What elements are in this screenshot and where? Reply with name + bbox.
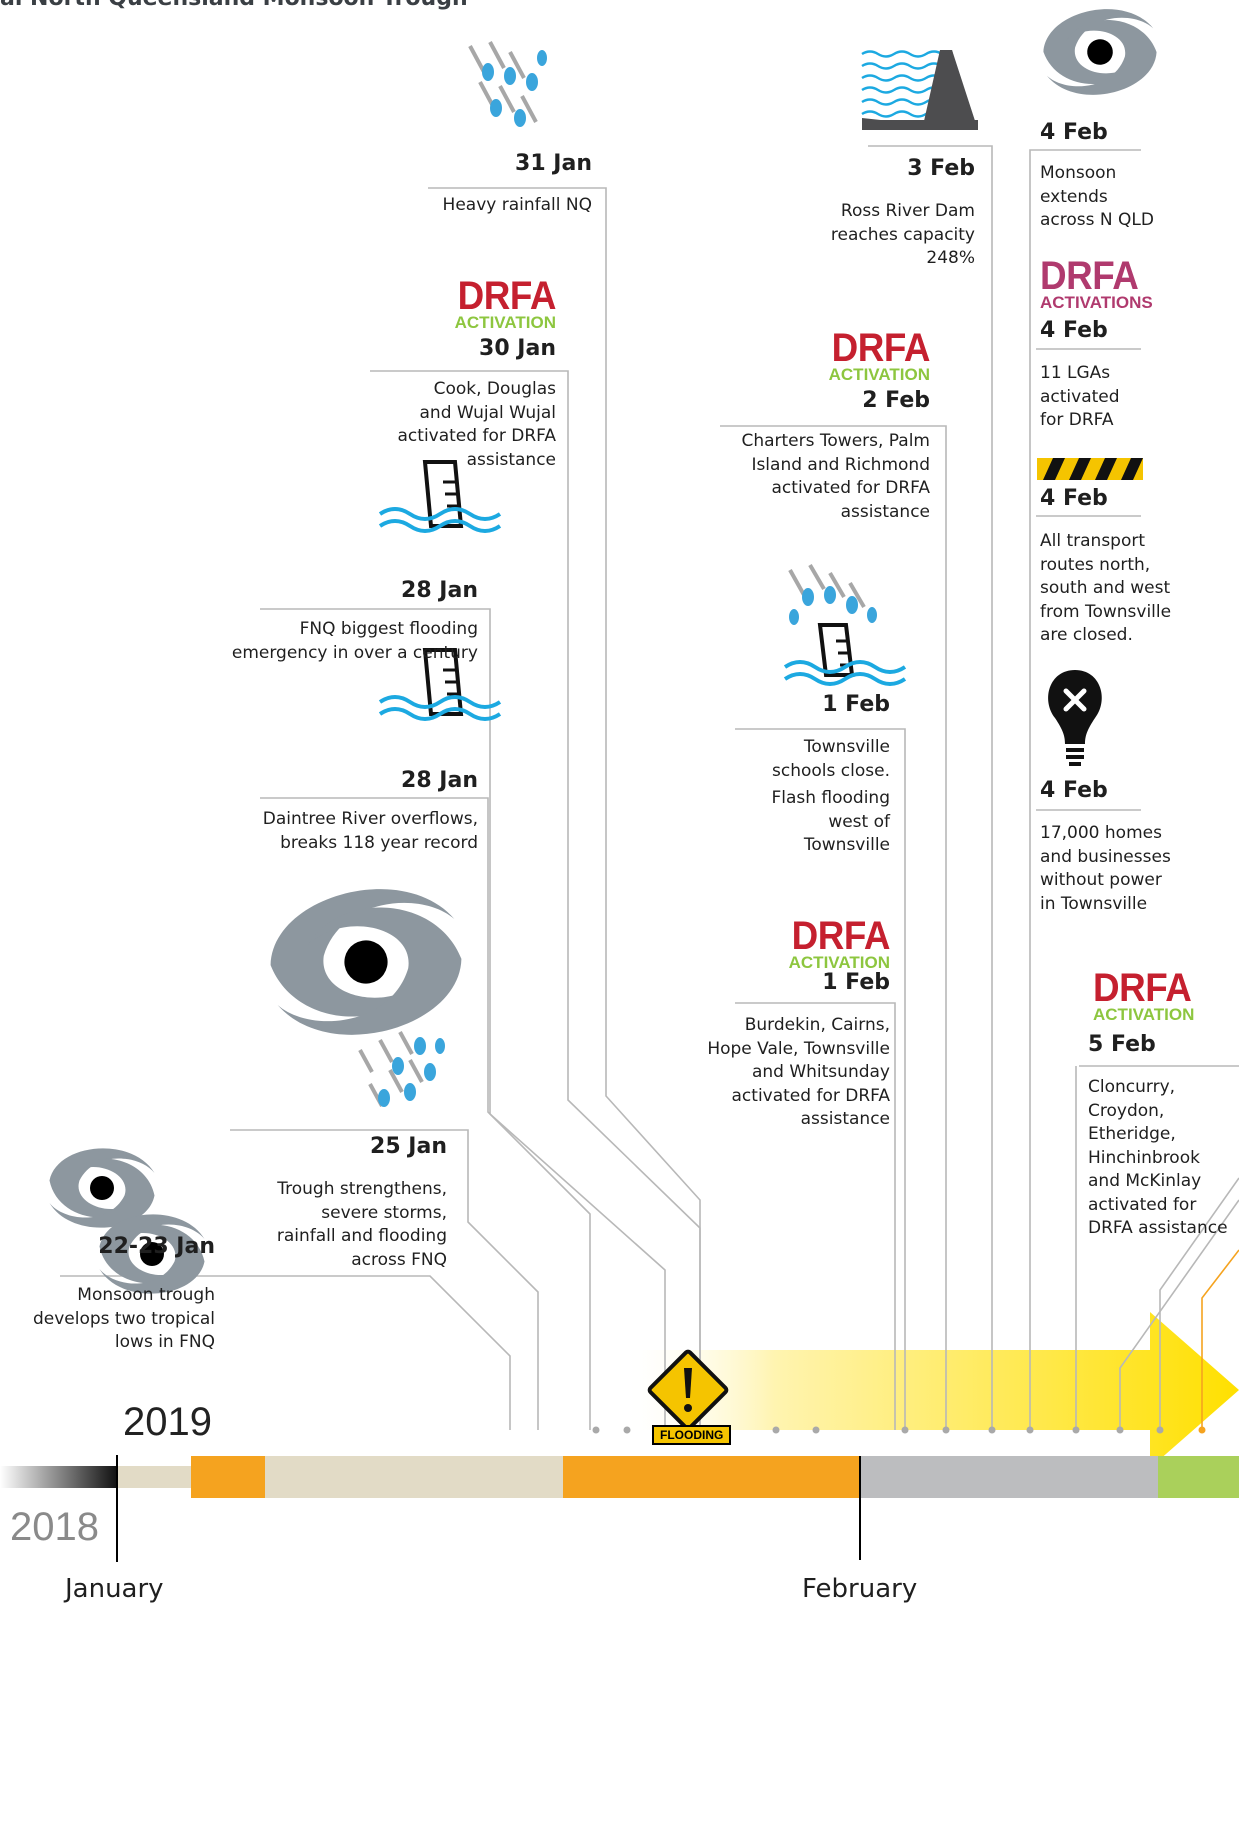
event-desc-5-feb: Cloncurry,Croydon,Etheridge,Hinchinbrook…: [1088, 1077, 1228, 1238]
drfa-activation-logo-2-feb: DRFA ACTIVATION: [828, 326, 931, 384]
event-desc-25-jan: Trough strengthens,severe storms,rainfal…: [276, 1179, 447, 1270]
page-title: al North Queensland Monsoon Trough: [0, 0, 468, 11]
event-date-22-23-jan: 22-23 Jan: [98, 1234, 215, 1259]
rain-flood-icon-1-feb: [783, 563, 907, 686]
event-date-30-jan: 30 Jan: [479, 336, 556, 361]
leader-line-28-jan-fnq: [260, 608, 666, 1430]
event-date-28-jan-fnq: 28 Jan: [401, 578, 478, 603]
event-date-4-feb-lgas: 4 Feb: [1040, 318, 1108, 343]
leader-line-22-23-jan: [60, 1275, 511, 1430]
tropical-low-icon-4-feb: [1038, 2, 1162, 102]
leader-line-4-feb: [1029, 149, 1036, 1430]
leader-line-2-feb: [720, 425, 947, 1430]
timeline-segment-orange-2: [563, 1456, 860, 1498]
timeline-segment-grey: [860, 1456, 1158, 1498]
event-desc-31-jan: Heavy rainfall NQ: [442, 195, 592, 215]
event-date-1-feb-flood: 1 Feb: [822, 692, 890, 717]
flooding-warning-sign: [647, 1349, 729, 1431]
event-date-28-jan-daintree: 28 Jan: [401, 768, 478, 793]
timeline-segment-green: [1158, 1456, 1239, 1498]
event-date-2-feb: 2 Feb: [862, 388, 930, 413]
leader-line-25-jan: [230, 1129, 539, 1430]
drfa-activation-logo-1-feb: DRFA ACTIVATION: [788, 914, 891, 972]
month-january-label: January: [65, 1574, 164, 1604]
year-2018-label: 2018: [10, 1505, 99, 1549]
rain-icon-31-jan: [468, 41, 547, 127]
rain-icon-25-jan: [358, 1031, 445, 1107]
event-date-4-feb-transport: 4 Feb: [1040, 486, 1108, 511]
timeline-segment-beige: [265, 1456, 563, 1498]
flooding-label: FLOODING: [652, 1425, 732, 1445]
timeline-2018-fade: [0, 1466, 117, 1488]
event-date-5-feb: 5 Feb: [1088, 1032, 1156, 1057]
event-desc-28-jan-daintree: Daintree River overflows,breaks 118 year…: [262, 809, 478, 853]
leader-line-3-feb: [868, 145, 993, 1430]
drfa-activation-logo-30-jan: DRFA ACTIVATION: [454, 274, 557, 332]
event-date-1-feb-drfa: 1 Feb: [822, 970, 890, 995]
leader-line-28-jan-daintree: [260, 797, 591, 1430]
road-closed-barrier-icon: [1037, 458, 1143, 480]
dam-icon-3-feb: [861, 50, 978, 130]
event-date-4-feb-power: 4 Feb: [1040, 778, 1108, 803]
flood-gauge-icon-28-jan-b: [378, 460, 502, 533]
month-february-label: February: [802, 1574, 918, 1604]
tropical-low-large-icon: [260, 875, 472, 1049]
drfa-activation-logo-5-feb: DRFA ACTIVATION: [1093, 966, 1195, 1024]
flood-gauge-icon-28-jan-a: [378, 648, 502, 721]
leader-line-1-feb-flood: [735, 728, 906, 1430]
timeline-segment-orange-1: [191, 1456, 265, 1498]
power-outage-bulb-icon: [1048, 670, 1102, 766]
event-date-3-feb: 3 Feb: [907, 156, 975, 181]
event-date-25-jan: 25 Jan: [370, 1134, 447, 1159]
year-2019-label: 2019: [123, 1400, 212, 1444]
leader-line-1-feb-drfa: [735, 1002, 896, 1430]
drfa-activations-logo-4-feb: DRFA ACTIVATIONS: [1040, 254, 1153, 312]
event-date-31-jan: 31 Jan: [515, 151, 592, 176]
event-date-4-feb-monsoon: 4 Feb: [1040, 120, 1108, 145]
